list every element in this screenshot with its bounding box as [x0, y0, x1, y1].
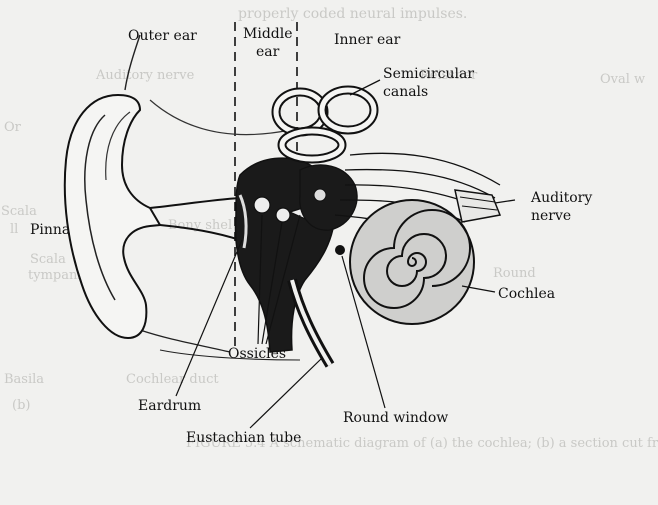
ghost-round: Round [493, 266, 536, 281]
label-pinna: Pinna [30, 222, 71, 238]
ghost-bony: Bony shel [168, 218, 233, 233]
label-semicircular-line2: canals [383, 84, 429, 100]
label-cochlea: Cochlea [498, 286, 556, 302]
label-round-window: Round window [343, 410, 449, 426]
neck-line-2 [159, 349, 301, 361]
semicircular-canal-anterior-inner [273, 89, 327, 135]
nerve-bundle-1 [349, 152, 501, 186]
ghost-ll: ll [10, 222, 19, 237]
ghost-cochlear-duct: Cochlear duct [126, 372, 219, 387]
label-inner-ear: Inner ear [334, 32, 401, 48]
label-eardrum: Eardrum [138, 398, 202, 414]
ghost-reissner: Reissner [420, 68, 478, 83]
ghost-or: Or [4, 120, 21, 135]
leader-ossicles-2 [261, 221, 283, 345]
auditory-nerve-stripe-1 [459, 196, 496, 203]
ghost-caption: FIGURE 5.4 A schematic diagram of (a) th… [186, 436, 658, 451]
eustachian-tube-inner [290, 279, 332, 367]
label-outer-ear: Outer ear [128, 28, 197, 44]
nerve-bundle-2 [344, 168, 496, 199]
leader-semicircular [349, 79, 381, 96]
neck-line-1 [139, 329, 231, 353]
label-middle-ear-line2: ear [256, 44, 280, 60]
ghost-basilar: Basila [4, 372, 45, 387]
leader-ossicles-3 [265, 214, 301, 345]
pinna-helix [105, 111, 131, 181]
pinna-inner-fold [84, 114, 116, 301]
leader-eardrum [175, 239, 243, 397]
label-eustachian-tube: Eustachian tube [186, 430, 302, 446]
ear-canal-bottom [159, 224, 241, 241]
ear-canal-top [149, 197, 241, 209]
round-window-opening [335, 245, 345, 255]
ossicle-malleus [253, 196, 271, 214]
ossicle-incus [275, 207, 291, 223]
label-auditory-line1: Auditory [531, 190, 593, 206]
leader-round-window [341, 255, 386, 409]
semicircular-canal-lateral-inner [279, 128, 345, 162]
leader-auditory [494, 199, 516, 204]
temporal-outline [149, 99, 291, 136]
cochlea-spiral [363, 209, 471, 309]
label-auditory-line2: nerve [531, 208, 572, 224]
leader-ossicles-1 [257, 214, 263, 345]
ghost-scala: Scala [1, 204, 37, 219]
eardrum-membrane [238, 194, 248, 249]
auditory-nerve-trunk [454, 189, 502, 223]
label-middle-ear-line1: Middle [243, 26, 293, 42]
ghost-oval: Oval w [600, 72, 646, 87]
semicircular-canal-posterior-inner [319, 87, 377, 133]
leader-eustachian [249, 357, 323, 429]
cochlea-body [349, 199, 475, 325]
ghost-top-text: properly coded neural impulses. [238, 6, 468, 22]
ghost-scala-t1: Scala [30, 252, 66, 267]
oval-window [313, 188, 327, 202]
vestibule [299, 164, 358, 231]
ghost-fig-b: (b) [12, 398, 31, 413]
auditory-nerve-stripe-2 [461, 205, 498, 211]
pinna-shape [63, 93, 162, 340]
head-outline [124, 34, 141, 91]
leader-cochlea [461, 285, 496, 293]
ghost-auditory: Auditory nerve [96, 68, 195, 83]
label-ossicles: Ossicles [228, 346, 287, 362]
ghost-scala-t2: tympani [28, 268, 82, 283]
label-semicircular-line1: Semicircular [383, 66, 475, 82]
